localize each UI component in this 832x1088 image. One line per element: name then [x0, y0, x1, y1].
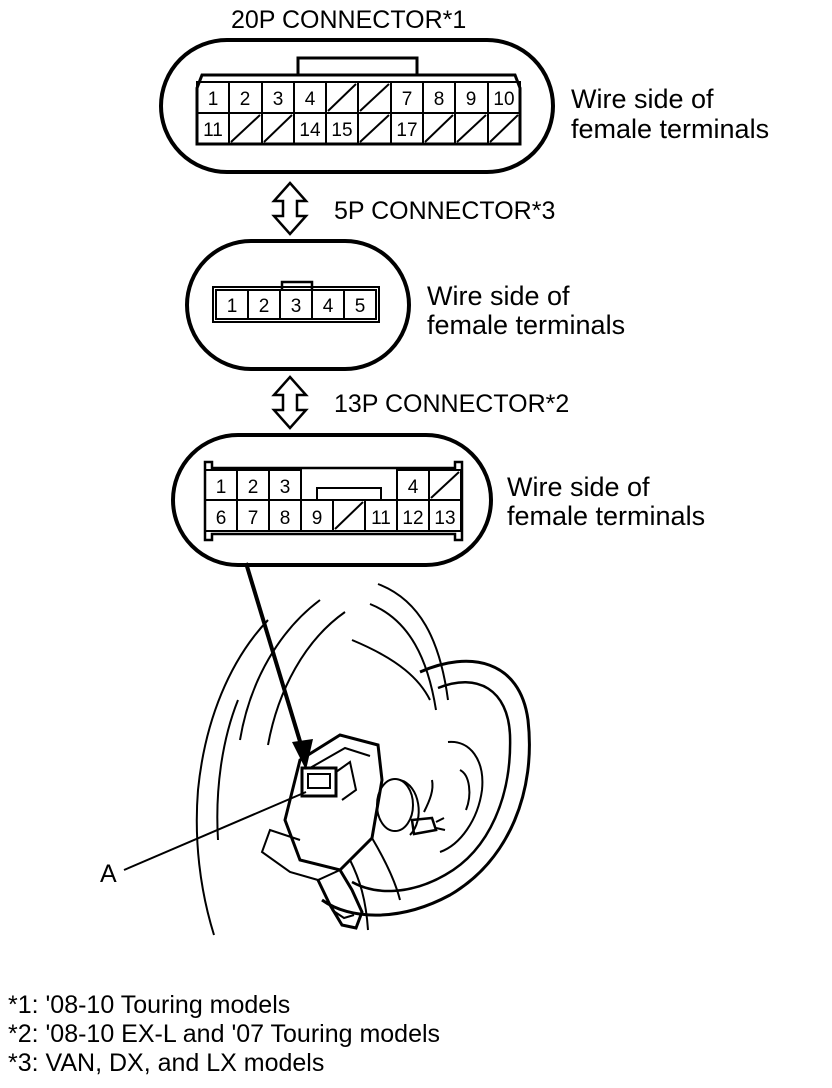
- pin-13p-2: 2: [248, 477, 259, 498]
- pin-5p-3: 3: [291, 296, 302, 317]
- pin-5p-5: 5: [355, 296, 366, 317]
- connector-5p-outline: [185, 239, 411, 371]
- pin-5p-2: 2: [259, 296, 270, 317]
- pin-13p-6: 6: [216, 508, 227, 529]
- pin-20p-2: 2: [240, 89, 251, 110]
- connector-20p-side-label-2: female terminals: [571, 114, 770, 144]
- pin-20p-14: 14: [299, 120, 321, 141]
- connector-13p-side-label-1: Wire side of: [507, 472, 650, 502]
- pin-20p-3: 3: [273, 89, 284, 110]
- callout-a-label: A: [100, 860, 117, 888]
- connector-5p-title: 5P CONNECTOR*3: [334, 197, 556, 225]
- connector-13p-grid: [204, 469, 462, 532]
- pin-20p-8: 8: [434, 89, 445, 110]
- double-arrow-icon: [271, 375, 309, 430]
- double-arrow-icon: [271, 181, 309, 236]
- callout-a-leader: [123, 791, 307, 871]
- connector-5p-grid: [212, 286, 380, 323]
- pin-13p-8: 8: [280, 508, 291, 529]
- connector-20p: 1 2 3 4 7 8 9 10 11 14 15 17: [159, 38, 555, 174]
- connector-5p-side-label-1: Wire side of: [427, 281, 570, 311]
- pin-20p-9: 9: [466, 89, 477, 110]
- footnote-2: *2: '08-10 EX-L and '07 Touring models: [8, 1020, 441, 1048]
- pin-20p-11: 11: [203, 120, 223, 141]
- connector-20p-title: 20P CONNECTOR*1: [231, 6, 467, 34]
- pin-13p-1: 1: [216, 477, 227, 498]
- pin-13p-3: 3: [280, 477, 291, 498]
- connector-20p-lock-tab: [296, 56, 419, 75]
- pin-20p-17: 17: [396, 120, 417, 141]
- pin-13p-4: 4: [408, 477, 419, 498]
- pin-20p-4: 4: [305, 89, 316, 110]
- connector-13p: 1 2 3 4 6 7 8 9 11 12 13: [171, 433, 493, 567]
- pin-5p-4: 4: [323, 296, 334, 317]
- pin-5p-1: 1: [227, 296, 238, 317]
- connector-5p-side-label-2: female terminals: [427, 310, 626, 340]
- pin-13p-7: 7: [248, 508, 259, 529]
- connector-20p-grid: [196, 81, 521, 145]
- location-pointer-arrow: [244, 562, 313, 770]
- pin-13p-12: 12: [402, 508, 423, 529]
- pin-20p-10: 10: [493, 89, 514, 110]
- connector-20p-side-label-1: Wire side of: [571, 84, 714, 114]
- pin-20p-7: 7: [402, 89, 413, 110]
- pin-13p-13: 13: [434, 508, 455, 529]
- footnote-1: *1: '08-10 Touring models: [8, 991, 291, 1019]
- pin-13p-9: 9: [312, 508, 323, 529]
- pin-13p-11: 11: [371, 508, 391, 529]
- connector-13p-title: 13P CONNECTOR*2: [334, 390, 570, 418]
- footnote-3: *3: VAN, DX, and LX models: [8, 1049, 325, 1077]
- connector-5p: 1 2 3 4 5: [185, 239, 411, 371]
- pin-20p-1: 1: [208, 89, 219, 110]
- connector-13p-side-label-2: female terminals: [507, 501, 706, 531]
- pin-20p-15: 15: [331, 120, 352, 141]
- steering-column-illustration: [195, 583, 531, 936]
